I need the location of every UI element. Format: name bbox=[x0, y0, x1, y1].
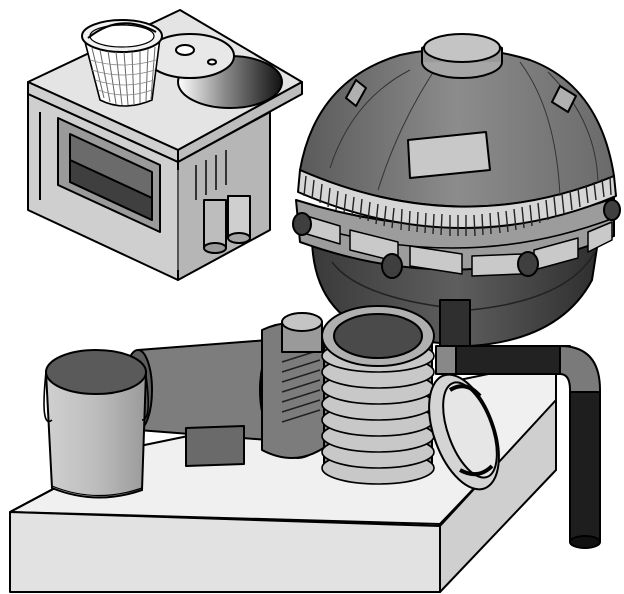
pool-filter-tank-icon bbox=[292, 33, 621, 347]
bucket-icon bbox=[43, 349, 150, 499]
pool-skimmer-icon bbox=[27, 9, 303, 281]
pvc-elbow-pipe-icon bbox=[435, 345, 601, 549]
strainer-lid-icon bbox=[428, 373, 500, 491]
skimmer-basket-icon bbox=[81, 19, 163, 107]
corrugated-hose-icon bbox=[321, 305, 435, 485]
